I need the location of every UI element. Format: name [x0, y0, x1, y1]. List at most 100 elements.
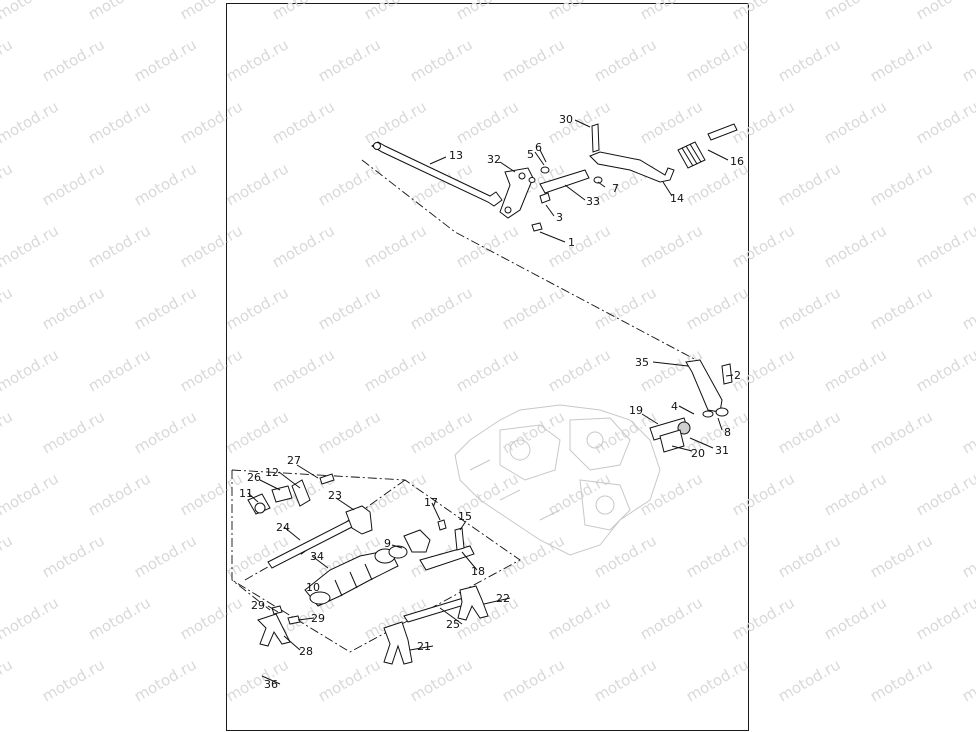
- callout-13: 13: [449, 149, 463, 162]
- callout-32: 32: [487, 153, 501, 166]
- watermark-text: motod.ru: [545, 593, 614, 643]
- watermark-text: motod.ru: [453, 0, 522, 23]
- watermark-text: motod.ru: [683, 655, 752, 705]
- callout-21: 21: [417, 640, 431, 653]
- watermark-text: motod.ru: [729, 469, 798, 519]
- watermark-text: motod.ru: [867, 283, 936, 333]
- watermark-text: motod.ru: [637, 0, 706, 23]
- watermark-text: motod.ru: [913, 0, 976, 23]
- watermark-text: motod.ru: [591, 655, 660, 705]
- callout-15: 15: [458, 510, 472, 523]
- watermark-text: motod.ru: [821, 221, 890, 271]
- watermark-text: motod.ru: [315, 283, 384, 333]
- watermark-text: motod.ru: [39, 159, 108, 209]
- watermark-text: motod.ru: [0, 345, 62, 395]
- watermark-text: motod.ru: [0, 97, 62, 147]
- watermark-text: motod.ru: [223, 407, 292, 457]
- watermark-text: motod.ru: [223, 35, 292, 85]
- watermark-text: motod.ru: [453, 97, 522, 147]
- watermark-text: motod.ru: [0, 531, 16, 581]
- transmission-housing: [454, 404, 661, 556]
- watermark-text: motod.ru: [775, 283, 844, 333]
- watermark-text: motod.ru: [177, 0, 246, 23]
- watermark-text: motod.ru: [39, 35, 108, 85]
- watermark-text: motod.ru: [729, 97, 798, 147]
- watermark-text: motod.ru: [269, 221, 338, 271]
- watermark-text: motod.ru: [0, 221, 62, 271]
- watermark-text: motod.ru: [959, 531, 976, 581]
- watermark-text: motod.ru: [637, 593, 706, 643]
- watermark-text: motod.ru: [453, 221, 522, 271]
- callout-4: 4: [671, 400, 678, 413]
- callout-8: 8: [724, 426, 731, 439]
- callout-30: 30: [559, 113, 573, 126]
- callout-23: 23: [328, 489, 342, 502]
- callout-31: 31: [715, 444, 729, 457]
- watermark-text: motod.ru: [177, 97, 246, 147]
- watermark-text: motod.ru: [867, 655, 936, 705]
- watermark-text: motod.ru: [0, 469, 62, 519]
- watermark-text: motod.ru: [269, 345, 338, 395]
- callout-22: 22: [496, 592, 510, 605]
- watermark-text: motod.ru: [0, 0, 62, 23]
- callout-14: 14: [670, 192, 684, 205]
- watermark-text: motod.ru: [361, 469, 430, 519]
- callout-19: 19: [629, 404, 643, 417]
- watermark-text: motod.ru: [591, 283, 660, 333]
- watermark-text: motod.ru: [959, 159, 976, 209]
- watermark-text: motod.ru: [959, 283, 976, 333]
- watermark-text: motod.ru: [315, 35, 384, 85]
- callout-28: 28: [299, 645, 313, 658]
- callout-34: 34: [310, 550, 324, 563]
- watermark-text: motod.ru: [131, 159, 200, 209]
- watermark-text: motod.ru: [775, 159, 844, 209]
- watermark-text: motod.ru: [499, 283, 568, 333]
- callout-3: 3: [556, 211, 563, 224]
- callout-16: 16: [730, 155, 744, 168]
- watermark-text: motod.ru: [131, 283, 200, 333]
- watermark-text: motod.ru: [545, 345, 614, 395]
- callout-29a: 29: [251, 599, 265, 612]
- watermark-text: motod.ru: [407, 655, 476, 705]
- callout-20: 20: [691, 447, 705, 460]
- callout-29b: 29: [311, 612, 325, 625]
- watermark-text: motod.ru: [131, 35, 200, 85]
- watermark-text: motod.ru: [39, 407, 108, 457]
- watermark-text: motod.ru: [361, 221, 430, 271]
- callout-25: 25: [446, 618, 460, 631]
- watermark-text: motod.ru: [85, 0, 154, 23]
- callout-2: 2: [734, 369, 741, 382]
- watermark-text: motod.ru: [407, 35, 476, 85]
- watermark-text: motod.ru: [545, 221, 614, 271]
- watermark-text: motod.ru: [131, 407, 200, 457]
- watermark-layer: motod.ru motod.ru motod.ru motod.ru motod.ru…: [0, 0, 976, 705]
- watermark-text: motod.ru: [223, 159, 292, 209]
- watermark-text: motod.ru: [85, 345, 154, 395]
- watermark-text: motod.ru: [959, 35, 976, 85]
- watermark-text: motod.ru: [0, 159, 16, 209]
- watermark-text: motod.ru: [499, 531, 568, 581]
- watermark-text: motod.ru: [223, 283, 292, 333]
- callout-labels: 1 2 3 4 5 6 7 8 9 10 11 12 13 14 15 16 1…: [239, 113, 744, 691]
- watermark-text: motod.ru: [913, 593, 976, 643]
- watermark-text: motod.ru: [683, 531, 752, 581]
- watermark-text: motod.ru: [85, 593, 154, 643]
- callout-24: 24: [276, 521, 290, 534]
- watermark-text: motod.ru: [223, 655, 292, 705]
- watermark-text: motod.ru: [177, 593, 246, 643]
- watermark-text: motod.ru: [591, 531, 660, 581]
- watermark-text: motod.ru: [821, 97, 890, 147]
- watermark-text: motod.ru: [821, 0, 890, 23]
- watermark-text: motod.ru: [39, 531, 108, 581]
- watermark-text: motod.ru: [867, 35, 936, 85]
- callout-9: 9: [384, 537, 391, 550]
- shift-lever-assembly: [649, 359, 733, 453]
- watermark-text: motod.ru: [85, 97, 154, 147]
- watermark-text: motod.ru: [499, 655, 568, 705]
- watermark-text: motod.ru: [177, 345, 246, 395]
- watermark-text: motod.ru: [0, 407, 16, 457]
- watermark-text: motod.ru: [683, 283, 752, 333]
- shift-drum-forks: [247, 473, 489, 665]
- watermark-text: motod.ru: [867, 159, 936, 209]
